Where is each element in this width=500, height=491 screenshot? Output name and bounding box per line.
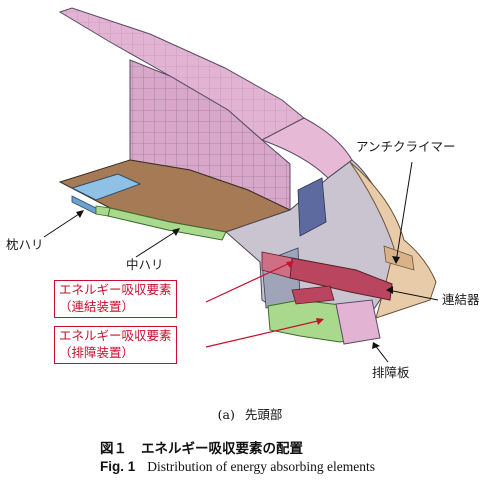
leader-bolster-beam	[43, 211, 83, 238]
leader-center-sill	[135, 229, 179, 258]
label-coupler: 連結器	[442, 292, 480, 307]
box-coupling-line1: エネルギー吸収要素	[59, 282, 172, 297]
bolster-beam-part	[70, 173, 142, 201]
label-bolster-beam: 枕ハリ	[6, 237, 44, 252]
caption-english: Fig. 1 Distribution of energy absorbing e…	[100, 459, 375, 475]
caption-en-text: Distribution of energy absorbing element…	[147, 459, 375, 474]
label-obstacle-deflector: 排障板	[372, 365, 410, 380]
box-energy-element-coupling: エネルギー吸収要素 （連結装置）	[54, 280, 177, 318]
leader-anti-climber	[395, 161, 413, 263]
box-deflector-line2: （排障装置）	[59, 344, 135, 360]
box-coupling-line2: （連結装置）	[59, 298, 135, 314]
leader-coupler	[387, 289, 439, 301]
leader-coupling-element	[205, 261, 293, 303]
label-anti-climber: アンチクライマー	[356, 139, 456, 154]
sub-caption-text: 先頭部	[244, 407, 283, 422]
box-deflector-line1: エネルギー吸収要素	[59, 328, 172, 343]
caption-japanese: 図１ エネルギー吸収要素の配置	[100, 437, 303, 457]
carbody-illustration	[43, 7, 439, 363]
sub-caption-letter: (a)	[217, 407, 235, 422]
box-energy-element-deflector: エネルギー吸収要素 （排障装置）	[54, 326, 177, 364]
sub-caption: (a) 先頭部	[0, 404, 500, 423]
caption-en-number: Fig. 1	[100, 459, 136, 474]
caption-ja-text: エネルギー吸収要素の配置	[141, 441, 303, 457]
nose-cover	[349, 161, 437, 319]
caption-ja-number: 図１	[100, 441, 127, 457]
leader-deflector-element	[205, 319, 323, 348]
deflector-plate	[335, 299, 381, 345]
label-center-sill: 中ハリ	[126, 257, 164, 272]
